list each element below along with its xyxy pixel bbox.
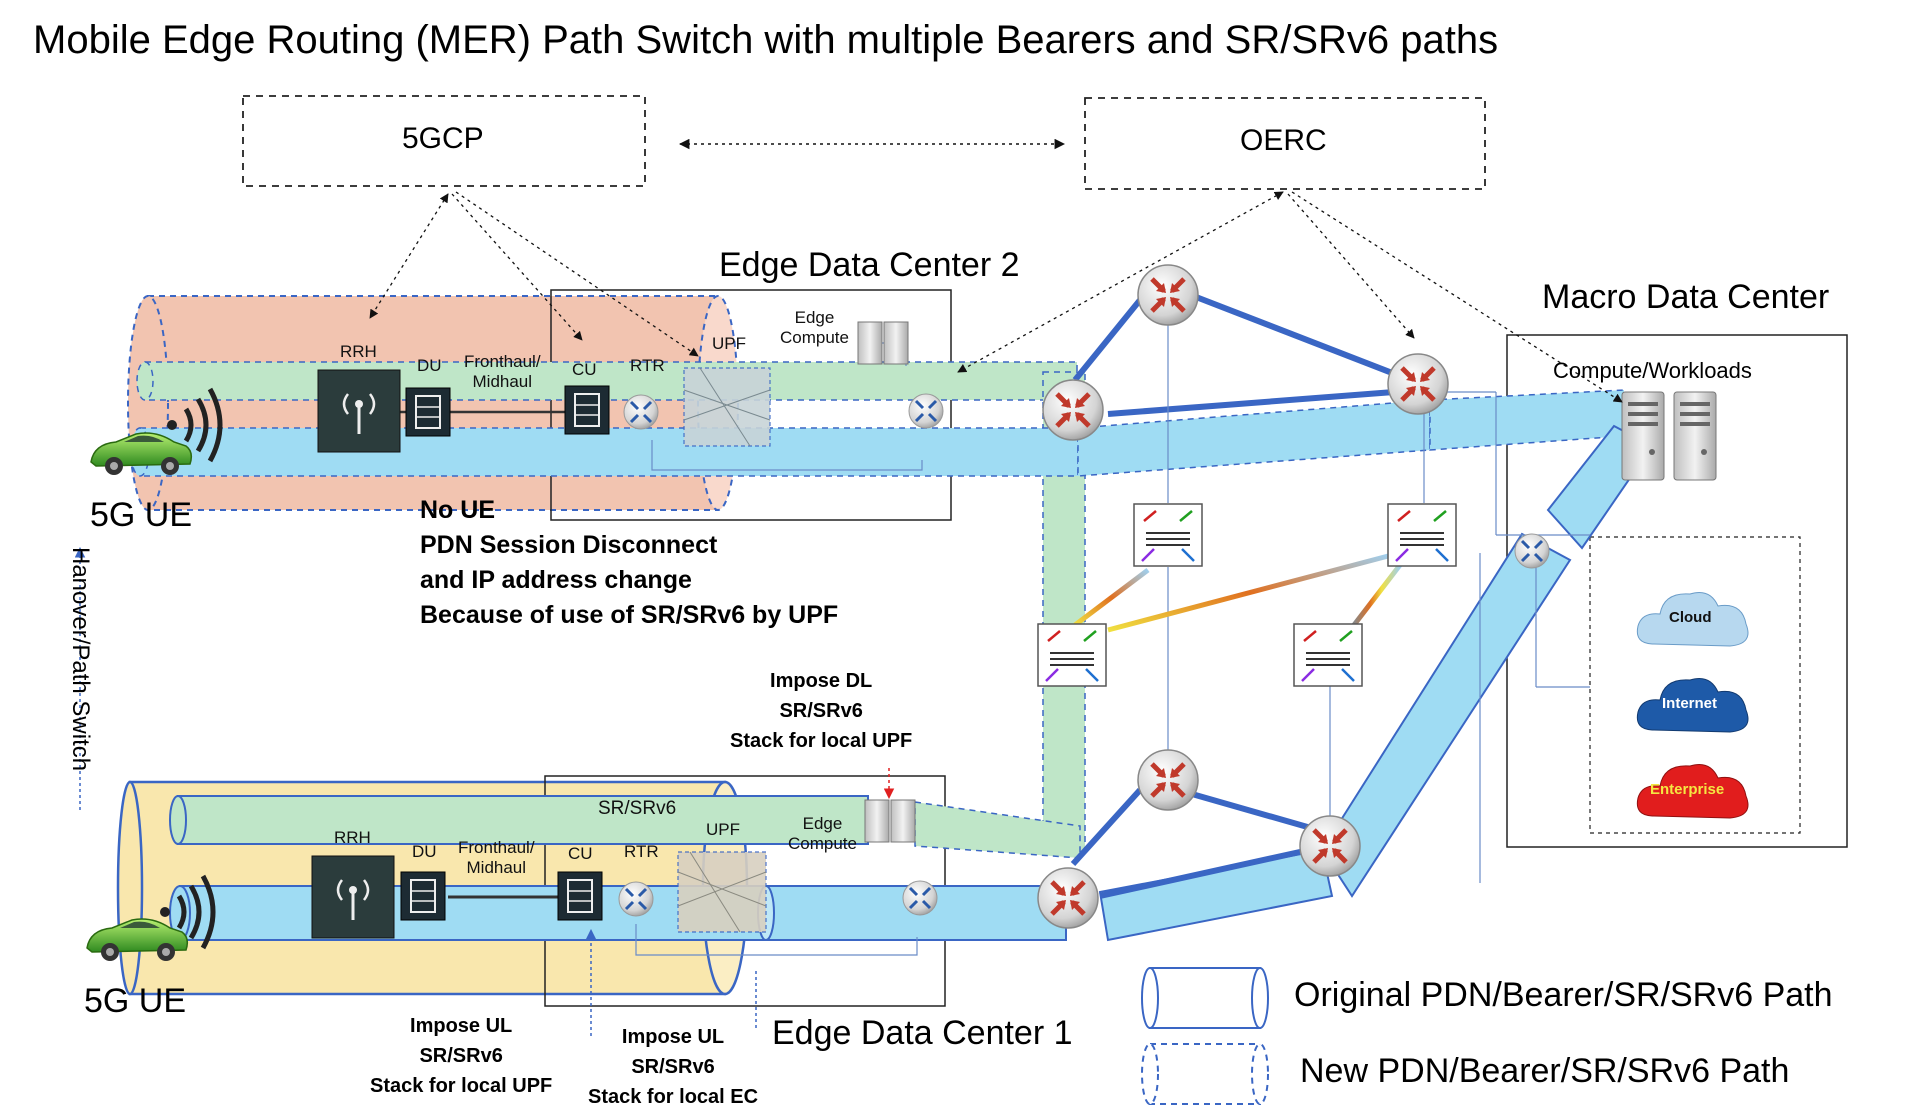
upf-top (683, 367, 771, 447)
router-bottom-left (1038, 868, 1098, 928)
edge-compute-bottom-label: Edge Compute (788, 814, 857, 853)
fronthaul-top-label: Fronthaul/ Midhaul (464, 352, 541, 391)
router-bottom-center (1138, 750, 1198, 810)
rainbow-links (1073, 532, 1402, 658)
switch-upper-left (1132, 502, 1204, 568)
5gcp-label: 5GCP (402, 122, 484, 155)
dc2-router (907, 392, 945, 430)
macro-router (1513, 532, 1551, 570)
green-path-bottom (169, 795, 1081, 859)
legend-original-symbol (1141, 967, 1269, 1029)
edge-compute-top-label: Edge Compute (780, 308, 849, 347)
enterprise-label: Enterprise (1650, 781, 1725, 798)
fronthaul-bottom-label: Fronthaul/ Midhaul (458, 838, 535, 877)
oerc-label: OERC (1240, 124, 1327, 157)
switch-upper-right (1386, 502, 1458, 568)
du-bottom-label: DU (412, 842, 437, 861)
impose-ul-ec-note: Impose UL SR/SRv6 Stack for local EC (588, 1026, 759, 1108)
rtr-bottom-label: RTR (624, 842, 659, 861)
du-bottom (400, 871, 446, 921)
5gcp-box (242, 95, 646, 187)
switch-lower-left (1036, 622, 1108, 688)
router-top-left (1043, 380, 1103, 440)
router-top-center (1138, 265, 1198, 325)
sr-srv6-label: SR/SRv6 (598, 798, 677, 819)
legend-new-label: New PDN/Bearer/SR/SRv6 Path (1300, 1052, 1790, 1090)
rtr-top (622, 393, 660, 431)
impose-dl-note: Impose DL SR/SRv6 Stack for local UPF (730, 670, 913, 752)
cloud-label: Cloud (1669, 609, 1712, 626)
cu-top (564, 385, 610, 435)
cu-top-label: CU (572, 360, 597, 379)
cu-bottom (557, 871, 603, 921)
switch-lower-right (1292, 622, 1364, 688)
edge-dc1-label: Edge Data Center 1 (772, 1014, 1073, 1052)
edge-dc2-box (550, 289, 952, 521)
path-switch-note: No UE PDN Session Disconnect and IP addr… (420, 496, 839, 629)
edge-dc2-label: Edge Data Center 2 (719, 246, 1020, 284)
du-top-label: DU (417, 356, 442, 375)
control-arrows (369, 191, 1623, 403)
upf-top-label: UPF (712, 334, 746, 353)
green-path-top (136, 361, 1078, 401)
edge-compute-bottom-server (864, 799, 916, 843)
rrh-bottom (310, 854, 396, 940)
rtr-bottom (617, 880, 655, 918)
rtr-top-label: RTR (630, 356, 665, 375)
router-bottom-right (1300, 816, 1360, 876)
cloud-group-box (1589, 536, 1801, 834)
rrh-bottom-label: RRH (334, 828, 371, 847)
rrh-top (316, 368, 402, 454)
impose-ul-upf-note: Impose UL SR/SRv6 Stack for local UPF (370, 1015, 553, 1097)
macro-dc-label: Macro Data Center (1542, 278, 1830, 316)
edge-compute-top-server (857, 321, 909, 365)
du-top (405, 387, 451, 437)
legend-new-symbol (1141, 1043, 1269, 1105)
legend-original-label: Original PDN/Bearer/SR/SRv6 Path (1294, 976, 1833, 1014)
rrh-top-label: RRH (340, 342, 377, 361)
internet-label: Internet (1662, 695, 1718, 712)
compute-workloads-label: Compute/Workloads (1553, 358, 1752, 383)
handover-label: Hanover/Path Switch (67, 547, 94, 772)
upf-bottom-label: UPF (706, 820, 740, 839)
page-title: Mobile Edge Routing (MER) Path Switch wi… (33, 18, 1499, 62)
ue-top-label: 5G UE (90, 496, 193, 534)
workload-server-1 (1621, 391, 1665, 481)
workload-server-2 (1673, 391, 1717, 481)
ue-bottom-label: 5G UE (84, 982, 187, 1020)
dc1-router (901, 879, 939, 917)
router-top-right (1388, 354, 1448, 414)
cu-bottom-label: CU (568, 844, 593, 863)
upf-bottom (677, 851, 767, 933)
oerc-box (1084, 97, 1486, 190)
